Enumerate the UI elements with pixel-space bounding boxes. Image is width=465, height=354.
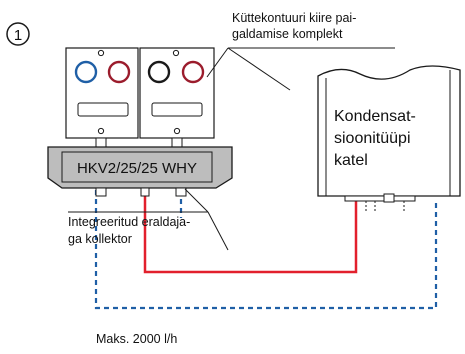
flow-pipe	[143, 190, 358, 274]
boiler-connections	[344, 193, 416, 212]
collector-label-line2: ga kollektor	[68, 232, 132, 246]
boiler-label-line1: Kondensat-	[334, 108, 416, 125]
figure-number: 1	[14, 27, 22, 44]
manifold-model-label: HKV2/25/25 WHY	[77, 160, 197, 177]
boiler-label-line3: katel	[334, 152, 368, 169]
return-pipe	[94, 190, 438, 310]
max-flow-label: Maks. 2000 l/h	[96, 332, 177, 346]
boiler: Kondensat- sioonitüüpi katel	[317, 65, 461, 212]
return-gauge-icon	[74, 60, 98, 84]
boiler-label-line2: sioonitüüpi	[334, 130, 411, 147]
kit-label-line1: Küttekontuuri kiire pai-	[232, 11, 356, 25]
kit-connectors	[95, 137, 183, 148]
flow-gauge-icon	[181, 60, 205, 84]
kit-label-line2: galdamise komplekt	[232, 27, 343, 41]
figure-number-badge: 1	[6, 22, 30, 46]
manifold: HKV2/25/25 WHY	[47, 146, 233, 197]
callout-leaders	[68, 47, 395, 251]
flow-gauge-icon	[107, 60, 131, 84]
pump-module-right	[139, 47, 215, 139]
collector-label-line1: Integreeritud eraldaja-	[68, 215, 190, 229]
pump-module-left	[65, 47, 139, 139]
return-gauge-icon	[147, 60, 171, 84]
